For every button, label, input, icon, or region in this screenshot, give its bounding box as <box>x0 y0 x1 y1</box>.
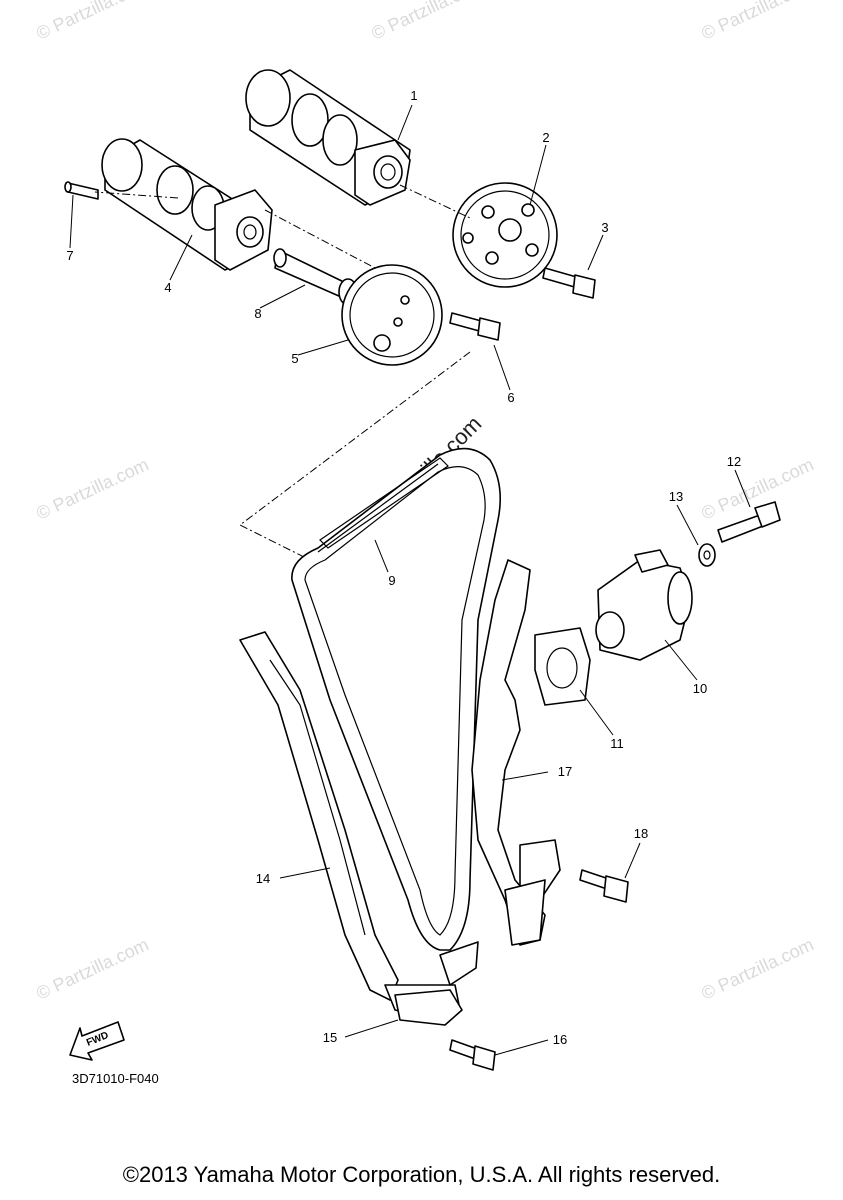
camshaft-upper <box>245 69 411 206</box>
watermark-mid-left: © Partzilla.com <box>33 454 151 523</box>
bolt-tensioner <box>717 501 781 543</box>
washer <box>698 543 716 567</box>
tensioner-guide <box>471 559 561 946</box>
callout-11: 11 <box>610 736 624 751</box>
callout-5: 5 <box>291 351 298 366</box>
fwd-arrow-icon: FWD <box>69 1021 125 1061</box>
callout-16: 16 <box>553 1032 567 1047</box>
callout-4: 4 <box>164 280 171 295</box>
tensioner-assembly <box>595 549 693 661</box>
watermark-top-mid: © Partzilla.com <box>368 0 486 44</box>
callout-7: 7 <box>66 248 73 263</box>
callout-13: 13 <box>669 489 683 504</box>
camshaft-lower <box>101 138 273 271</box>
callout-15: 15 <box>323 1030 337 1045</box>
callout-8: 8 <box>254 306 261 321</box>
watermark-low-right: © Partzilla.com <box>698 934 816 1003</box>
callout-3: 3 <box>601 220 608 235</box>
callout-10: 10 <box>693 681 707 696</box>
watermark-top-right: © Partzilla.com <box>698 0 816 44</box>
sprocket-lower <box>341 264 443 366</box>
callout-6: 6 <box>507 390 514 405</box>
callout-1: 1 <box>410 88 417 103</box>
callout-12: 12 <box>727 454 741 469</box>
bolt-stopper <box>449 1039 496 1071</box>
copyright-notice: ©2013 Yamaha Motor Corporation, U.S.A. A… <box>122 1162 721 1187</box>
watermark-low-left: © Partzilla.com <box>33 934 151 1003</box>
timing-chain <box>291 447 501 951</box>
bolt-sprocket-upper <box>542 267 596 299</box>
tensioner-gasket <box>534 627 591 706</box>
callout-18: 18 <box>634 826 648 841</box>
decompression-shaft <box>273 248 358 306</box>
bolt-guide <box>579 869 629 903</box>
callout-17: 17 <box>558 764 572 779</box>
figure-code: 3D71010-F040 <box>72 1071 159 1086</box>
callout-14: 14 <box>256 871 270 886</box>
callout-9: 9 <box>388 573 395 588</box>
bolt-sprocket-lower <box>449 312 501 341</box>
callout-2: 2 <box>542 130 549 145</box>
watermark-top-left: © Partzilla.com <box>33 0 151 44</box>
dowel-pin <box>64 181 99 200</box>
guide-stopper <box>394 941 479 1026</box>
sprocket-upper <box>452 182 558 288</box>
